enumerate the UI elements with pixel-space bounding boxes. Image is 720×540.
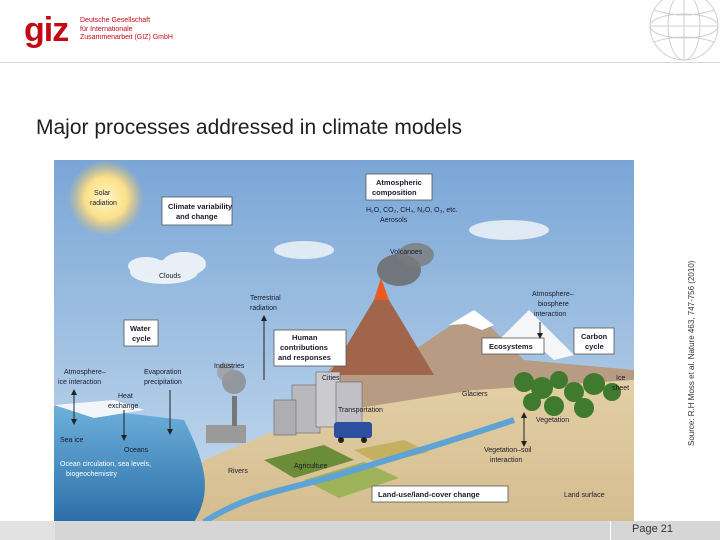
page-title: Major processes addressed in climate mod… [36,116,463,139]
label: Rivers [228,468,248,475]
label: sheet [612,385,629,392]
volcano [329,300,434,375]
label: Oceans [124,447,149,454]
svg-text:Atmospheric: Atmospheric [376,178,422,187]
ecosystems-box: Ecosystems [481,337,545,355]
cloud-icon [274,220,549,259]
label: Vegetation–soil [484,447,532,454]
svg-text:Climate variability: Climate variability [168,202,233,211]
label: precipitation [144,379,182,386]
city-buildings [273,371,363,436]
label: Agriculture [294,463,328,470]
label: Industries [214,363,245,370]
label: interaction [534,311,566,318]
water-cycle-box: Water cycle [123,319,159,347]
label: Atmosphere– [64,369,106,376]
svg-text:composition: composition [372,188,417,197]
label: Vegetation [536,417,569,424]
page-number: Page 21 [632,523,673,535]
svg-text:Land-use/land-cover change: Land-use/land-cover change [378,490,480,499]
logo-line: für Internationale [80,25,133,33]
label: Evaporation [144,369,181,376]
label: exchange [108,403,138,410]
climate-processes-diagram: Climate variability and change Atmospher… [54,160,634,522]
atmospheric-composition-box: Atmospheric composition [365,173,433,201]
source-citation: Source: R.H Moss et al. Nature 463, 747-… [687,260,696,446]
label: Heat [118,393,133,400]
factory [206,363,246,443]
label: ice interaction [58,379,101,386]
logo-line: Zusammenarbeit (GIZ) GmbH [80,34,173,41]
label: interaction [490,457,522,464]
footer-accent [0,521,55,540]
svg-text:cycle: cycle [132,334,151,343]
svg-text:contributions: contributions [280,343,328,352]
label: Cities [322,375,340,382]
label: Atmosphere– [532,291,574,298]
footer-divider [610,521,611,540]
svg-text:Carbon: Carbon [581,332,608,341]
sun-icon [68,160,144,236]
label: Ocean circulation, sea levels, [60,461,151,468]
label: Ice [616,375,625,382]
label: Terrestrial [250,295,281,302]
process-arrows [71,315,543,447]
cloud-icon [128,252,206,284]
forest [514,371,621,418]
svg-text:Ecosystems: Ecosystems [489,342,533,351]
label: biogeochemistry [66,471,117,478]
land-use-box: Land-use/land-cover change [371,485,509,503]
climate-variability-box: Climate variability and change [161,196,233,226]
globe-icon [649,0,719,61]
label: Solar [94,190,111,197]
human-contributions-box: Human contributions and responses [273,329,347,367]
giz-logo-text: Deutsche Gesellschaft für Internationale… [80,17,173,43]
label: H₂O, CO₂, CH₄, N₂O, O₃, etc. [366,207,458,214]
header: giz Deutsche Gesellschaft für Internatio… [0,0,720,62]
svg-text:Water: Water [130,324,151,333]
svg-text:and change: and change [176,212,218,221]
label: Glaciers [462,391,488,398]
footer-bar [0,521,720,540]
label: Aerosols [380,217,408,224]
label: Sea ice [60,437,83,444]
svg-text:Human: Human [292,333,318,342]
giz-logo: giz [24,11,69,49]
carbon-cycle-box: Carbon cycle [573,327,615,355]
logo-line: Deutsche Gesellschaft [80,17,151,24]
label: Land surface [564,492,605,499]
label: Volcanoes [390,249,423,256]
sea-ice [54,400,144,418]
label: Transportation [338,407,383,414]
truck-icon [334,422,372,443]
svg-text:and responses: and responses [278,353,331,362]
label: Clouds [159,273,181,280]
label: radiation [250,305,277,312]
label: radiation [90,200,117,207]
label: biosphere [538,301,569,308]
header-divider [0,62,720,63]
svg-text:cycle: cycle [585,342,604,351]
